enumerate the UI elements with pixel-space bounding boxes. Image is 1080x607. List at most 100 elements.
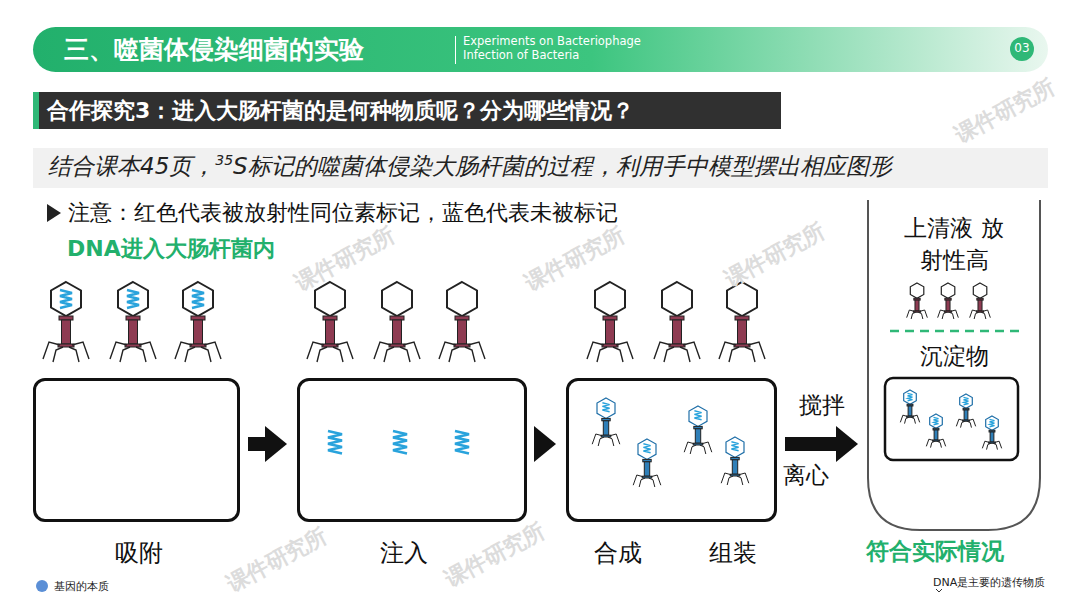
phage-baseplate (913, 311, 920, 312)
phage-leg (690, 445, 696, 454)
phage-leg (664, 347, 674, 362)
phage-head (910, 283, 924, 298)
phage-leg (684, 442, 694, 452)
phage-leg (942, 312, 947, 319)
free-dna (393, 431, 407, 453)
phage-baseplate (933, 440, 940, 441)
phage-leg (905, 417, 909, 423)
label: DNA是主要的遗传物质 (933, 575, 1045, 590)
bacteriophage (307, 282, 353, 362)
bacteriophage (175, 282, 221, 362)
phage-leg (175, 342, 192, 359)
block-arrow (534, 426, 556, 462)
phage-leg (967, 421, 971, 427)
free-dna (328, 431, 342, 453)
bacteriophage (633, 439, 661, 487)
watermark: 课件研究所 (719, 216, 830, 294)
bacteriophage (110, 282, 156, 362)
label: 注意：红色代表被放射性同位素标记，蓝色代表未被标记 (68, 198, 618, 228)
phage-baseplate (322, 344, 338, 347)
phage-baseplate (190, 344, 206, 347)
bullet-triangle (47, 204, 61, 222)
phage-head (382, 282, 412, 316)
phage-leg (400, 347, 410, 362)
phage-tail (964, 410, 968, 420)
phage-dna (934, 417, 939, 425)
phage-dna (990, 419, 995, 427)
bacteriophage (970, 283, 991, 319)
node-label: 合成 (594, 537, 642, 569)
phage-dna (60, 290, 72, 308)
phage-leg (597, 347, 607, 362)
phage-leg (700, 445, 706, 454)
phage-leg (449, 347, 459, 362)
phage-leg (53, 347, 63, 362)
bacteriophage (374, 282, 420, 362)
phage-leg (719, 342, 736, 359)
phage-dna (192, 290, 204, 308)
phage-baseplate (989, 442, 996, 443)
phage-leg (374, 342, 391, 359)
phage-dna (127, 290, 139, 308)
phage-baseplate (669, 344, 685, 347)
phage-leg (748, 342, 765, 359)
arrow-head (265, 426, 287, 462)
phage-leg (185, 347, 195, 362)
phage-leg (680, 347, 690, 362)
phage-leg (683, 342, 700, 359)
phage-baseplate (642, 476, 652, 478)
phage-leg (336, 342, 353, 359)
phage-tail (738, 320, 747, 344)
phage-baseplate (963, 420, 970, 421)
phage-leg (721, 473, 731, 483)
bacterium-box: 吸附 (33, 378, 240, 522)
phage-head (51, 282, 81, 316)
phage-leg (911, 417, 915, 423)
phage-leg (465, 347, 475, 362)
node-label: 沉淀物 (920, 341, 989, 372)
phage-head (662, 282, 692, 316)
bacteriophage (587, 282, 633, 362)
phage-leg (613, 347, 623, 362)
arrow-shaft (248, 437, 265, 451)
phage-tail (732, 460, 737, 474)
sediment-bacterium (885, 378, 1018, 460)
phage-collar (455, 316, 469, 320)
phage-tail (673, 320, 682, 344)
label: DNA进入大肠杆菌内 (67, 234, 275, 264)
footer-cursor (936, 589, 942, 592)
phage-baseplate (58, 344, 74, 347)
phage-collar (59, 316, 73, 320)
phage-leg (317, 347, 327, 362)
arrow-head (534, 426, 556, 462)
phage-leg (403, 342, 420, 359)
phage-tail (603, 421, 608, 435)
phage-leg (384, 347, 394, 362)
phage-head (447, 282, 477, 316)
phage-leg (616, 342, 633, 359)
arrow-head (836, 426, 858, 462)
bacteriophage (721, 437, 749, 485)
phage-tail (934, 430, 938, 440)
phage-leg (439, 342, 456, 359)
phage-leg (110, 342, 127, 359)
task-text-part: S标记的噬菌体侵染大肠杆菌的过程，利用手中模型摆出相应图形 (233, 153, 892, 179)
phage-head (941, 283, 955, 298)
phage-leg (745, 347, 755, 362)
phage-baseplate (730, 474, 740, 476)
bacteriophage (654, 282, 700, 362)
phage-tail (946, 300, 950, 311)
phage-tail (695, 429, 700, 443)
edge-label: 搅拌 (799, 390, 845, 421)
phage-leg (136, 347, 146, 362)
phage-leg (729, 347, 739, 362)
slide-title: 三、噬菌体侵染细菌的实验 (64, 33, 364, 66)
phage-leg (961, 421, 965, 427)
phage-head (986, 416, 999, 430)
watermark: 课件研究所 (439, 516, 550, 594)
phage-leg (651, 475, 661, 485)
phage-head (689, 406, 707, 426)
phage-baseplate (907, 416, 914, 417)
